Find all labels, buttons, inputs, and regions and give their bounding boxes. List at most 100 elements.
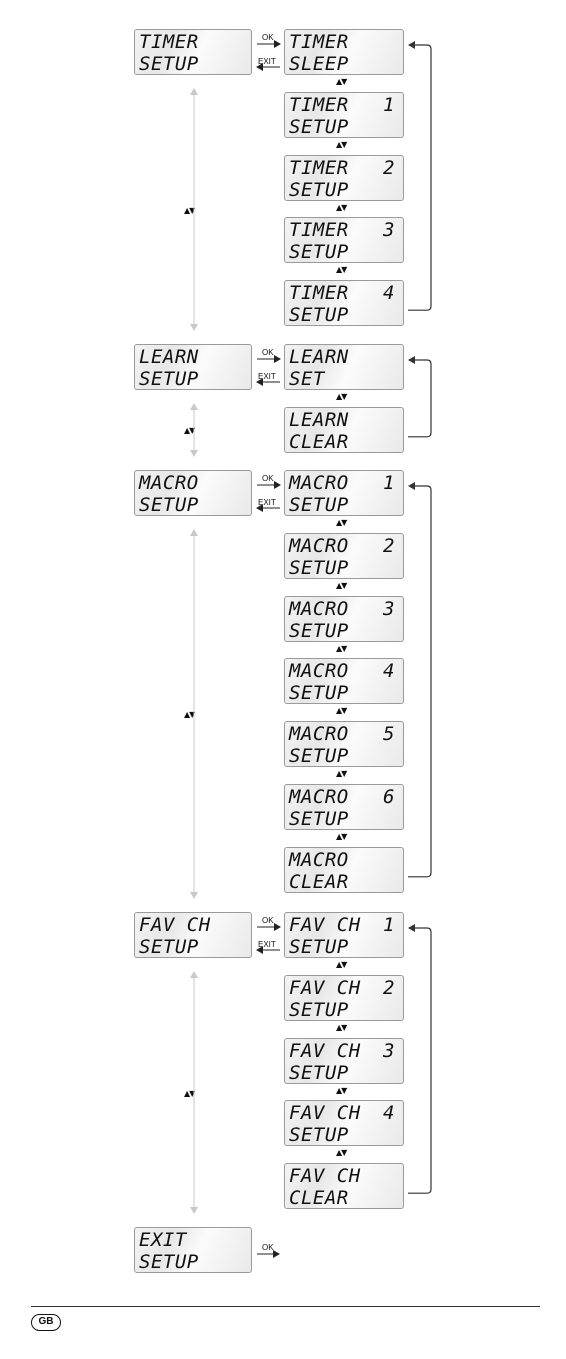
- lcd-line-2: SETUP: [139, 936, 199, 958]
- ok-arrow-head: [273, 1250, 280, 1258]
- lcd-line-2: SETUP: [289, 494, 349, 516]
- loop-back-arrow-head: [408, 41, 415, 49]
- main-connector-arrow-down: [190, 1207, 198, 1214]
- main-connector-arrow-up: [190, 403, 198, 410]
- lcd-line-1: FAV CH: [289, 976, 361, 999]
- lcd-number: 1: [383, 472, 395, 494]
- lcd-line-1: FAV CH: [289, 1039, 361, 1062]
- lcd-line-2: SETUP: [289, 556, 349, 579]
- updown-arrows-icon: ▲▼: [184, 426, 195, 435]
- updown-arrows-icon: ▲▼: [184, 710, 195, 719]
- lcd-line-2: SETUP: [289, 998, 349, 1021]
- lcd-line-1: TIMER: [289, 282, 349, 305]
- lcd-line-1: TIMER: [289, 31, 349, 53]
- lcd-line-2: SETUP: [289, 1061, 349, 1084]
- ok-label: OK: [262, 33, 274, 42]
- updown-arrows-icon: ▲▼: [336, 706, 347, 716]
- loop-back-line: [408, 359, 432, 438]
- main-connector-arrow-down: [190, 892, 198, 899]
- lcd-line-2: CLEAR: [289, 870, 349, 893]
- main-connector-arrow-up: [190, 529, 198, 536]
- lcd-line-1: FAV CH: [289, 1165, 361, 1188]
- updown-arrows-icon: ▲▼: [336, 518, 347, 527]
- updown-arrows-icon: ▲▼: [336, 769, 347, 779]
- lcd-number: 3: [383, 597, 395, 620]
- lcd-line-1: TIMER: [289, 93, 349, 116]
- lcd-line-2: SETUP: [289, 1124, 349, 1147]
- lcd-line-1: EXIT: [139, 1229, 187, 1251]
- updown-arrows-icon: ▲▼: [336, 643, 347, 653]
- lcd-line-1: FAV CH: [139, 914, 211, 936]
- footer-divider: [31, 1306, 540, 1307]
- lcd-line-1: TIMER: [289, 219, 349, 242]
- ok-arrow-head: [274, 40, 281, 48]
- ok-arrow-head: [274, 923, 281, 931]
- lcd-line-1: MACRO: [289, 723, 349, 746]
- updown-arrows-icon: ▲▼: [184, 1088, 195, 1098]
- lcd-line-1: MACRO: [289, 786, 349, 808]
- lcd-line-1: FAV CH: [289, 914, 361, 936]
- loop-back-line: [408, 927, 432, 1194]
- exit-label: EXIT: [258, 57, 276, 66]
- lcd-line-2: SETUP: [139, 494, 199, 516]
- lcd-line-1: FAV CH: [289, 1102, 361, 1125]
- updown-arrows-icon: ▲▼: [336, 77, 347, 86]
- updown-arrows-icon: ▲▼: [184, 205, 195, 215]
- lcd-line-1: MACRO: [289, 597, 349, 620]
- updown-arrows-icon: ▲▼: [336, 1022, 347, 1032]
- lcd-number: 4: [383, 282, 395, 305]
- ok-arrow-head: [274, 355, 281, 363]
- main-connector-arrow-down: [190, 324, 198, 331]
- lcd-line-2: SETUP: [289, 178, 349, 201]
- lcd-line-2: SLEEP: [289, 53, 349, 75]
- lcd-line-2: SETUP: [289, 304, 349, 327]
- lcd-line-1: LEARN: [289, 408, 349, 431]
- lcd-number: 2: [383, 534, 395, 557]
- lcd-number: 3: [383, 1039, 395, 1062]
- lcd-line-2: SETUP: [139, 53, 199, 75]
- lcd-number: 5: [383, 723, 395, 746]
- lcd-line-2: SETUP: [289, 682, 349, 705]
- lcd-line-1: MACRO: [289, 534, 349, 557]
- updown-arrows-icon: ▲▼: [336, 202, 347, 212]
- exit-label: EXIT: [258, 940, 276, 949]
- lcd-line-1: LEARN: [139, 346, 199, 368]
- updown-arrows-icon: ▲▼: [336, 139, 347, 149]
- lcd-line-2: SETUP: [139, 1251, 199, 1273]
- main-connector-arrow-up: [190, 971, 198, 978]
- lcd-line-1: TIMER: [289, 156, 349, 179]
- lcd-number: 4: [383, 660, 395, 683]
- lcd-line-1: MACRO: [139, 472, 199, 494]
- lcd-line-2: SETUP: [289, 241, 349, 264]
- main-connector-arrow-up: [190, 88, 198, 95]
- lcd-number: 6: [383, 786, 395, 808]
- ok-label: OK: [262, 348, 274, 357]
- exit-label: EXIT: [258, 372, 276, 381]
- lcd-line-2: SETUP: [139, 368, 199, 390]
- loop-back-arrow-head: [408, 924, 415, 932]
- lcd-number: 1: [383, 93, 395, 116]
- ok-label: OK: [262, 916, 274, 925]
- loop-back-line: [408, 485, 432, 878]
- lcd-line-2: SETUP: [289, 619, 349, 642]
- lcd-line-2: CLEAR: [289, 430, 349, 453]
- updown-arrows-icon: ▲▼: [336, 1148, 347, 1158]
- language-badge: GB: [31, 1314, 61, 1331]
- lcd-number: 2: [383, 156, 395, 179]
- ok-label: OK: [262, 1243, 274, 1252]
- updown-arrows-icon: ▲▼: [336, 580, 347, 590]
